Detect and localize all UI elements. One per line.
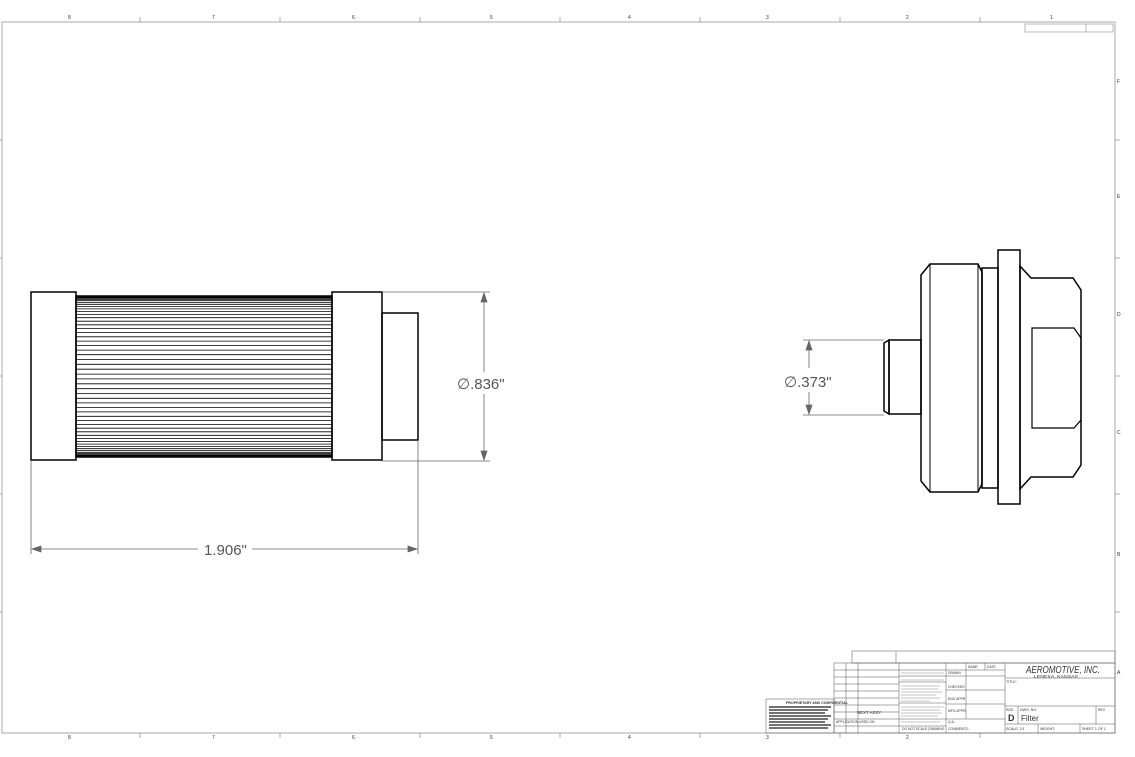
company-location: LENEXA, KANSAS [1034,674,1078,679]
title-block-text-lines [901,672,944,723]
zone-row-label: A [1117,670,1121,676]
part-title: Filter [1021,714,1039,723]
zone-col-label: 3 [766,735,769,741]
dimension-dia-373-label: ∅.373" [784,374,832,391]
zone-col-label: 5 [490,15,493,21]
filter-end-view [883,249,1082,505]
outlet-fitting [381,312,419,441]
zone-col-label: 8 [68,15,71,21]
zone-col-label: 4 [628,735,631,741]
checked-label: CHECKED [948,685,965,689]
dimension-dia-836-label: ∅.836" [457,376,505,393]
sheet-inner-border [1,21,1116,734]
dimension-dia-836 [382,291,490,462]
right-end-cap [331,291,383,461]
zone-col-label: 2 [906,735,909,741]
drawn-label: DRAWN [948,671,961,675]
zone-col-label: 7 [212,15,215,21]
company-name: AEROMOTIVE, INC. [1025,665,1100,676]
zone-col-label: 1 [1050,15,1053,21]
zone-col-label: 5 [490,735,493,741]
flange [997,249,1021,505]
body-step [981,267,999,489]
zone-labels-bottom: 8 7 6 5 4 3 2 [68,735,909,741]
scale-label: SCALE: 2:1 [1006,727,1025,731]
name-label: NAME [968,665,979,669]
dimension-length [30,440,419,554]
do-not-scale-label: DO NOT SCALE DRAWING [902,727,945,731]
zone-col-label: 2 [906,15,909,21]
zone-col-label: 6 [352,15,355,21]
rev-label: REV [1098,708,1106,712]
sheet-border [1,21,1116,734]
zone-col-label: 3 [766,15,769,21]
mfg-appr-label: MFG APPR. [948,709,967,713]
sheet-label: SHEET 1 OF 1 [1082,727,1106,731]
application-label: APPLICATION [836,720,859,724]
qa-label: Q.A. [948,720,955,724]
size-letter: D [1008,713,1015,723]
size-label: SIZE [1006,708,1014,712]
title-block [765,650,1116,734]
filter-side-view [30,291,419,461]
title-label: TITLE: [1006,680,1017,684]
zone-labels-top: 8 7 6 5 4 3 2 1 [68,15,1053,21]
dwg-no-label: DWG. NO. [1020,708,1037,712]
zone-ticks [0,17,1120,738]
date-label: DATE [987,665,997,669]
pleated-element [75,295,333,458]
zone-row-label: E [1117,194,1121,200]
zone-col-label: 7 [212,735,215,741]
proprietary-heading: PROPRIETARY AND CONFIDENTIAL [786,701,849,705]
pleat-lines [76,296,332,457]
zone-col-label: 6 [352,735,355,741]
hex-flat [1031,327,1082,429]
zone-row-label: D [1117,312,1121,318]
zone-row-label: C [1117,430,1121,436]
zone-row-label: F [1117,79,1120,85]
left-end-cap [30,291,77,461]
used-on-label: USED ON [859,720,875,724]
hex-nut [1019,264,1082,491]
proprietary-text-lines [769,706,831,729]
zone-col-label: 4 [628,15,631,21]
nipple [888,339,922,415]
zone-labels-right: F E D C B A [1117,79,1121,676]
revision-block [1024,23,1114,33]
comments-label: COMMENTS: [948,727,969,731]
weight-label: WEIGHT: [1040,727,1055,731]
dimension-length-label: 1.906" [204,542,247,559]
dimension-dia-373 [803,339,884,416]
eng-appr-label: ENG APPR. [948,697,966,701]
next-assy-label: NEXT ASSY [857,710,881,715]
zone-col-label: 8 [68,735,71,741]
zone-row-label: B [1117,552,1121,558]
